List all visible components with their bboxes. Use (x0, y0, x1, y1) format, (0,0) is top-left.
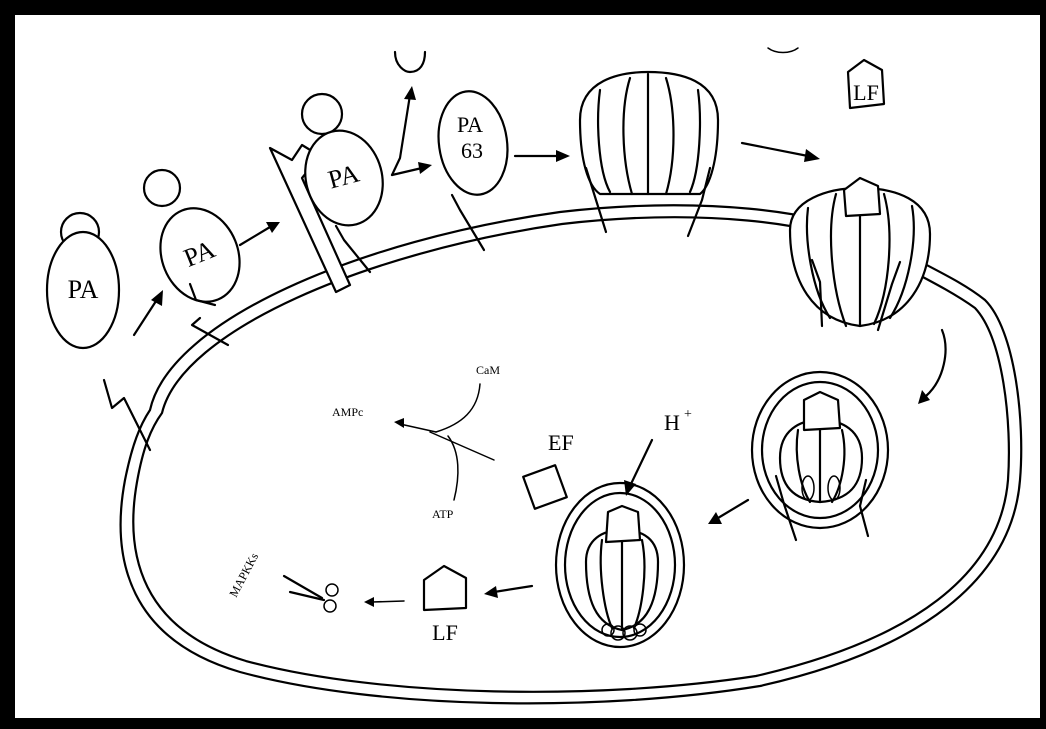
ef-label: EF (548, 430, 574, 455)
pa-free-label: PA (68, 275, 99, 304)
endosome-bottom (556, 483, 684, 647)
arrow-7 (484, 586, 532, 598)
mapkks-label: MAPKKs (226, 550, 261, 599)
arrow-3 (515, 150, 570, 162)
cam-label: CaM (476, 363, 500, 377)
heptamer-lf-complex (790, 178, 930, 330)
arrow-6 (708, 500, 748, 524)
scissors-icon (284, 576, 338, 612)
camp-reaction: CaM AMPc ATP (332, 363, 500, 521)
arrow-2 (240, 222, 280, 245)
lf-bottom-label: LF (432, 620, 458, 645)
pa-cleaved-molecule: PA (295, 94, 393, 272)
arrow-4 (742, 143, 820, 162)
pa-bound-molecule: PA (144, 170, 253, 345)
ampc-label: AMPc (332, 405, 363, 419)
pa63-label-1: PA (457, 112, 483, 137)
pa63-label-2: 63 (461, 138, 483, 163)
h-plus-label: H (664, 410, 680, 435)
endosome-right (752, 372, 888, 540)
atp-label: ATP (432, 507, 454, 521)
lf-top: LF (768, 48, 884, 108)
edema-factor: EF (523, 430, 573, 509)
arrow-1 (134, 290, 163, 335)
receptor-left (104, 380, 150, 450)
pa63-heptamer-prepore (580, 72, 718, 236)
lf-top-label: LF (853, 80, 879, 105)
pa-free-molecule: PA (47, 213, 119, 348)
pa63-molecule: PA 63 (432, 87, 514, 250)
mapkks-label-group: MAPKKs (226, 550, 261, 599)
pa20-fragment (392, 52, 432, 175)
lf-bottom: LF (424, 566, 466, 645)
arrow-5 (918, 330, 945, 404)
proton: H + (624, 407, 692, 496)
h-plus-superscript: + (684, 407, 692, 422)
arrow-8 (364, 597, 404, 607)
